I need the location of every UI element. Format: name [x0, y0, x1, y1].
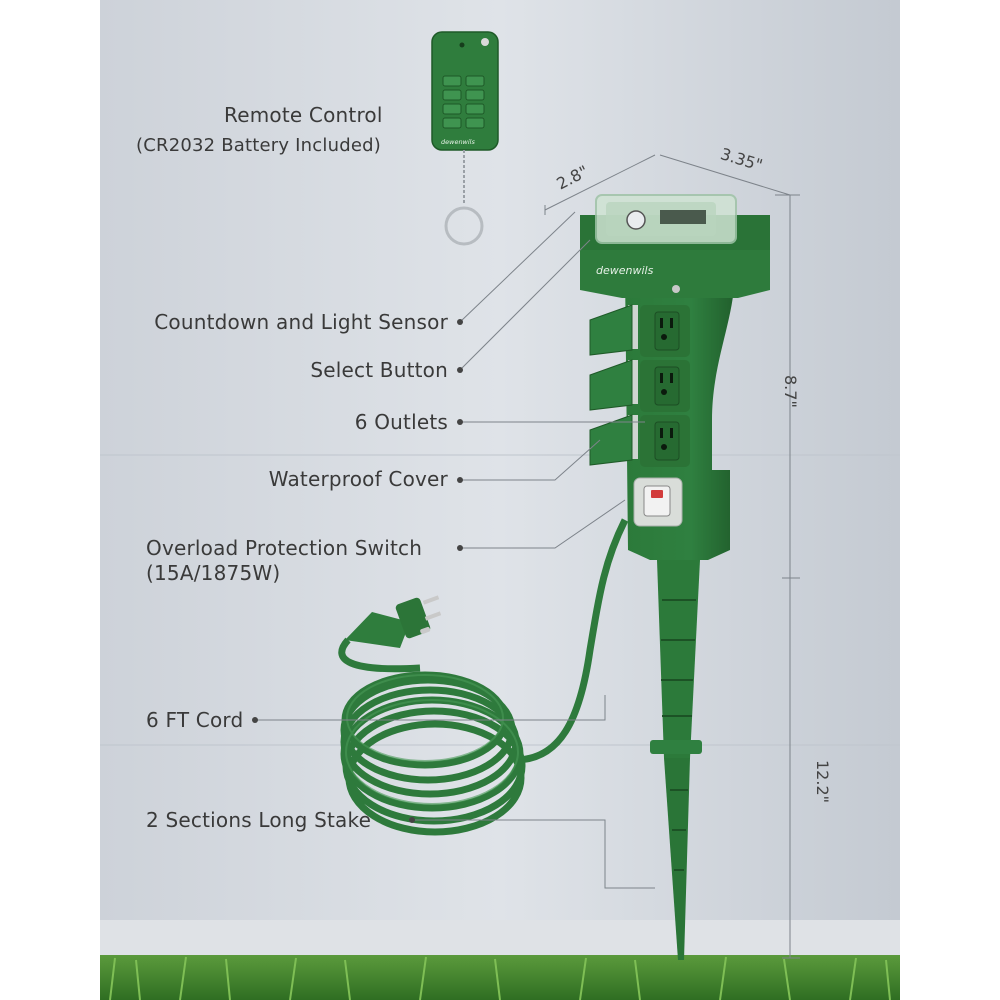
stake [650, 560, 702, 960]
outlet-row-3 [589, 414, 690, 467]
power-stake-body: dewenwils [580, 194, 770, 560]
remote-control-label: Remote Control [224, 103, 383, 127]
remote-battery-label: (CR2032 Battery Included) [136, 135, 381, 156]
outlets-label: 6 Outlets [354, 410, 448, 434]
plug [345, 595, 442, 648]
overload-switch [633, 477, 683, 527]
remote-control: dewenwils [431, 31, 499, 246]
overload-switch-label: Overload Protection Switch [146, 536, 423, 560]
overload-rating-label: (15A/1875W) [146, 561, 281, 585]
remote-brand-logo: dewenwils [441, 138, 475, 146]
upper-height-dimension: 8.7" [781, 375, 800, 408]
stake-label: 2 Sections Long Stake [146, 808, 372, 832]
brand-logo: dewenwils [596, 264, 654, 277]
cord-label: 6 FT Cord [146, 708, 244, 732]
countdown-sensor-label: Countdown and Light Sensor [154, 310, 448, 334]
outlet-row-1 [589, 304, 690, 357]
dimension-lines [255, 154, 800, 959]
select-button-label: Select Button [310, 358, 448, 382]
outlet-row-2 [589, 359, 690, 412]
lower-height-dimension: 12.2" [813, 760, 832, 803]
waterproof-cover-label: Waterproof Cover [268, 467, 448, 491]
